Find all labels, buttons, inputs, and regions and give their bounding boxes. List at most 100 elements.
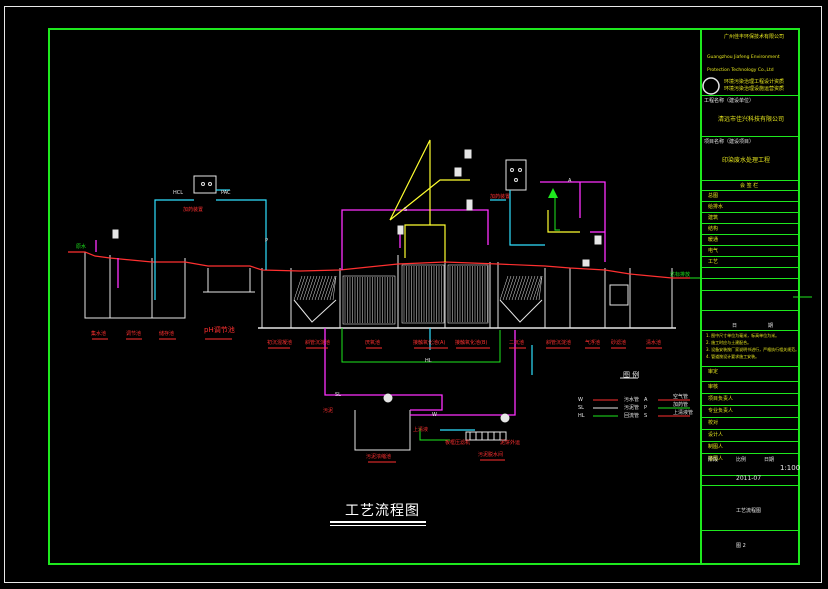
staff-row: 设计人 — [708, 432, 724, 438]
air-pipes — [389, 139, 580, 262]
tank-collection — [84, 252, 111, 319]
influent-label: 原水 — [76, 244, 87, 250]
tank-label: 清水池 — [646, 340, 662, 346]
tank-label: 储存池 — [159, 331, 175, 337]
staff-row: 项目负责人 — [708, 396, 734, 402]
press-room-label: 污泥脱水间 — [478, 452, 504, 458]
tank-label: 集水池 — [91, 331, 107, 337]
legend-name: 污水管 — [624, 397, 640, 403]
drawing-name: 工艺流程图 — [736, 508, 762, 514]
chem-pac: PAC — [221, 190, 231, 196]
pipe-label: SL — [335, 392, 341, 398]
dosing-box-right — [505, 159, 527, 191]
note-line: 2. 施工时应与土建配合。 — [706, 340, 752, 345]
pumps — [112, 149, 602, 423]
project-label: 项目名称（建设项目） — [704, 139, 755, 145]
legend-name: 污泥管 — [624, 405, 640, 411]
pipe-label: W — [432, 412, 437, 418]
note-line: 3. 设备安装按厂家说明书进行，严格执行相关规范。 — [706, 347, 800, 352]
tank-label: pH调节池 — [204, 326, 235, 334]
tank-label: 砂滤池 — [611, 340, 627, 346]
company-logo — [702, 77, 720, 95]
tank-label: 二沉池 — [509, 340, 525, 346]
sign-row: 给排水 — [708, 204, 724, 210]
filter-press — [465, 431, 507, 441]
dosing-pipes — [154, 189, 545, 431]
tank-label: 斜管沉淀池 — [305, 340, 331, 346]
sign-footer-date: 期 — [768, 323, 774, 329]
legend-code: A — [644, 397, 648, 403]
staff-row: 审定 — [708, 369, 719, 375]
client-label: 工程名称（建设单位） — [704, 98, 755, 104]
legend-name: 回流管 — [624, 413, 640, 419]
filter-press-label: 板框压滤机 — [445, 440, 471, 446]
title-underline-thin — [330, 525, 426, 526]
staff-row: 描图人 — [708, 456, 724, 462]
supernatant-label: 上清液 — [413, 427, 429, 433]
dosing-box-left — [193, 175, 217, 194]
legend-lines — [593, 377, 690, 417]
sludge-in-label: 污泥 — [323, 408, 334, 414]
date-value: 2011-07 — [736, 475, 762, 482]
cert-2: 环境污染治理设施运营资质 — [724, 86, 785, 92]
label-underlines — [92, 338, 662, 463]
tank-equalization — [109, 255, 153, 319]
staff-row: 专业负责人 — [708, 408, 734, 414]
legend-code: S — [644, 413, 648, 419]
legend-name: 空气管 — [673, 394, 689, 400]
staff-row: 审核 — [708, 384, 719, 390]
stage-label: 阶段 — [708, 457, 719, 463]
note-line: 1. 图中尺寸单位为毫米，标高单位为米。 — [706, 333, 780, 338]
staff-row: 校对 — [708, 420, 719, 426]
cake-out-label: 泥饼外运 — [500, 440, 521, 446]
tank-storage — [151, 258, 186, 319]
tank-label: 斜管沉淀池 — [546, 340, 572, 346]
legend-header: 图 例 — [623, 371, 640, 379]
sign-row: 建筑 — [708, 215, 719, 221]
drawing-title: 工艺流程图 — [345, 503, 420, 519]
sign-row: 电气 — [708, 248, 719, 254]
effluent-label: 达标排放 — [670, 272, 691, 278]
sign-row: 结构 — [708, 226, 719, 232]
sludge-pipes — [95, 181, 606, 416]
sign-row: 暖通 — [708, 237, 719, 243]
sign-row: 工艺 — [708, 259, 719, 265]
company-name-cn: 广州佳丰环保技术有限公司 — [724, 34, 785, 40]
title-underline — [330, 521, 426, 523]
tank-label: 气浮池 — [585, 340, 601, 346]
dosing-box-label: 加药装置 — [490, 194, 511, 200]
tank-label: 调节池 — [126, 331, 142, 337]
scale-value: 1:100 — [780, 464, 801, 472]
cert-1: 环境污染治理工程设计资质 — [724, 79, 785, 85]
legend-name: 加药管 — [673, 402, 689, 408]
dosing-box-label: 加药装置 — [183, 207, 204, 213]
pipe-label: P — [265, 238, 269, 244]
legend-name: 上清液管 — [673, 410, 694, 416]
client-name: 清远市佳兴科技有限公司 — [718, 116, 785, 123]
date-label: 日期 — [764, 457, 775, 463]
sign-footer-day: 日 — [732, 323, 738, 329]
company-name-en-1: Guangzhou Jiafeng Environment — [707, 55, 780, 60]
legend-code: HL — [578, 413, 585, 419]
green-equipment — [548, 188, 558, 198]
scale-label: 比例 — [736, 457, 747, 463]
drawing-number: 图 2 — [736, 543, 746, 549]
legend-code: W — [578, 397, 583, 403]
sludge-thickener — [354, 410, 411, 451]
tank-label: 接触氧化池(A) — [413, 340, 446, 346]
media-packing — [342, 264, 489, 325]
sign-row: 总图 — [708, 193, 719, 199]
title-block: 广州佳丰环保技术有限公司 Guangzhou Jiafeng Environme… — [700, 28, 800, 565]
water-flow-line — [68, 251, 690, 279]
chem-hcl: HCL — [173, 190, 184, 196]
note-line: 4. 管道按设计要求施工安装。 — [706, 354, 760, 359]
sign-header: 会 签 栏 — [740, 183, 759, 189]
project-name: 印染废水处理工程 — [722, 157, 771, 164]
pipe-label: A — [568, 178, 572, 184]
tank-label: 接触氧化池(B) — [455, 340, 488, 346]
return-pipes — [341, 196, 812, 441]
tank-outlines — [84, 159, 676, 451]
drawing-border — [4, 6, 822, 583]
company-name-en-2: Protection Technology Co.,Ltd — [707, 68, 774, 73]
